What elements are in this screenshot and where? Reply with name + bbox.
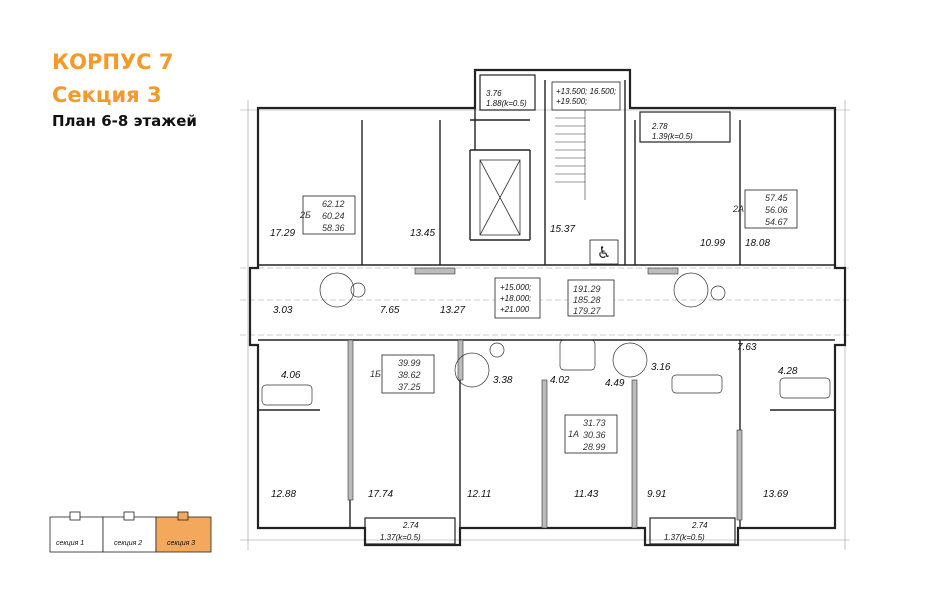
balcony-area: 3.76 [486, 89, 502, 98]
apartment-1a-id: 1А [568, 429, 579, 439]
apartment-2b-area-1: 62.12 [322, 199, 345, 209]
room-area: 17.74 [368, 489, 393, 500]
section-1-button[interactable]: секция 1 [49, 511, 104, 553]
balcony-note: 1.37(k=0.5) [664, 533, 705, 542]
apartment-1b-id: 1Б [370, 369, 381, 379]
room-area: 11.43 [574, 489, 599, 500]
apartment-2b-area-3: 58.36 [322, 223, 345, 233]
apartment-2a-id: 2А [732, 204, 744, 214]
apartment-1b-area-1: 39.99 [398, 358, 421, 368]
room-area: 4.49 [605, 378, 625, 389]
elevation-boxes [494, 81, 621, 319]
room-area: 9.91 [647, 489, 666, 500]
section-2-label: секция 2 [114, 540, 142, 547]
balcony-outlines [364, 74, 736, 545]
balcony-note: 1.37(k=0.5) [380, 533, 421, 542]
staircase [555, 109, 586, 200]
balcony-area: 2.74 [691, 521, 708, 530]
hatched-walls [347, 267, 743, 529]
room-area: 15.37 [550, 224, 575, 235]
door-circles [319, 272, 726, 388]
section-1-label: секция 1 [56, 540, 84, 547]
room-area: 3.03 [273, 305, 293, 316]
room-area: 4.28 [778, 366, 798, 377]
room-area: 13.45 [410, 228, 435, 239]
apartment-1a-area-2: 30.36 [583, 430, 606, 440]
section-title: Секция 3 [52, 83, 162, 107]
apartment-1b-area-2: 38.62 [398, 370, 421, 380]
room-area: 3.38 [493, 375, 513, 386]
room-area: 13.69 [763, 489, 788, 500]
apartment-2a-area-2: 56.06 [765, 205, 788, 215]
bathtubs [261, 339, 831, 406]
outer-walls [248, 68, 847, 547]
room-area: 7.65 [380, 305, 400, 316]
room-area: 3.16 [651, 362, 671, 373]
apartment-2a-area-3: 54.67 [765, 217, 789, 227]
apartment-boxes [302, 189, 798, 454]
room-area: 4.02 [550, 375, 570, 386]
elevation-top-1: +13.500; 16.500; [556, 87, 616, 96]
apartment-1a-area-3: 28.99 [582, 442, 606, 452]
apartment-2b-area-2: 60.24 [322, 211, 345, 221]
room-area: 7.63 [737, 342, 757, 353]
balcony-area: 2.78 [651, 122, 668, 131]
room-area: 17.29 [270, 228, 295, 239]
apartment-2a-area-1: 57.45 [765, 193, 789, 203]
building-title: КОРПУС 7 [52, 50, 174, 74]
common-area-1: 191.29 [573, 284, 601, 294]
room-area: 18.08 [745, 238, 770, 249]
balcony-note: 1.39(k=0.5) [652, 132, 693, 141]
elevation-mid-2: +18.000; [500, 294, 531, 303]
wheelchair-icon: ♿ [589, 239, 619, 265]
section-2-button[interactable]: секция 2 [102, 511, 157, 553]
common-area-2: 185.28 [573, 295, 601, 305]
room-area: 13.27 [440, 305, 465, 316]
elevation-mid-1: +15.000; [500, 283, 531, 292]
section-3-label: секция 3 [167, 540, 195, 547]
common-area-3: 179.27 [573, 306, 602, 316]
room-area: 12.88 [271, 489, 296, 500]
apartment-2b-id: 2Б [299, 210, 311, 220]
apartment-1b-area-3: 37.25 [398, 382, 422, 392]
elevator-shaft [479, 159, 521, 236]
elevation-mid-3: +21.000 [500, 305, 530, 314]
apartment-1a-area-1: 31.73 [583, 418, 606, 428]
room-area: 12.11 [467, 489, 491, 500]
svg-text:♿: ♿ [597, 243, 611, 262]
room-area: 4.06 [281, 370, 301, 381]
room-area: 10.99 [700, 238, 725, 249]
section-3-button[interactable]: секция 3 [155, 511, 212, 553]
elevation-top-2: +19.500; [556, 97, 587, 106]
floor-plan-title: План 6-8 этажей [52, 112, 197, 130]
balcony-area: 2.74 [402, 521, 419, 530]
balcony-note: 1.88(k=0.5) [486, 99, 527, 108]
